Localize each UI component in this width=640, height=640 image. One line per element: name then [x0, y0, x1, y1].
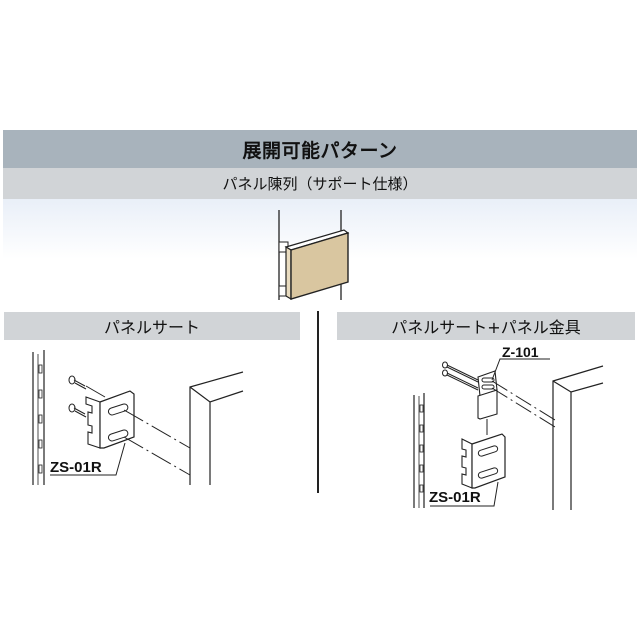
main-title: 展開可能パターン	[242, 139, 398, 162]
panel-insert-plus-fitting-diagram: Z-101 ZS-01R	[413, 344, 604, 510]
main-header: 展開可能パターン	[3, 130, 637, 168]
part-label-zs01r: ZS-01R	[429, 489, 481, 506]
panel-insert-bracket-diagram: ZS-01R	[32, 350, 244, 485]
part-label-zs01r: ZS-01R	[50, 459, 102, 476]
section-header-panel-insert-fitting: パネルサート+パネル金具	[337, 312, 635, 340]
subtitle: パネル陳列（サポート仕様）	[222, 175, 418, 193]
section-header-panel-insert: パネルサート	[4, 312, 300, 340]
part-label-z101: Z-101	[502, 344, 539, 360]
section-title: パネルサート	[103, 318, 200, 337]
section-divider	[317, 311, 319, 493]
panel-display-illustration	[278, 210, 350, 301]
sub-header: パネル陳列（サポート仕様）	[3, 168, 637, 199]
section-title: パネルサート+パネル金具	[391, 318, 581, 337]
